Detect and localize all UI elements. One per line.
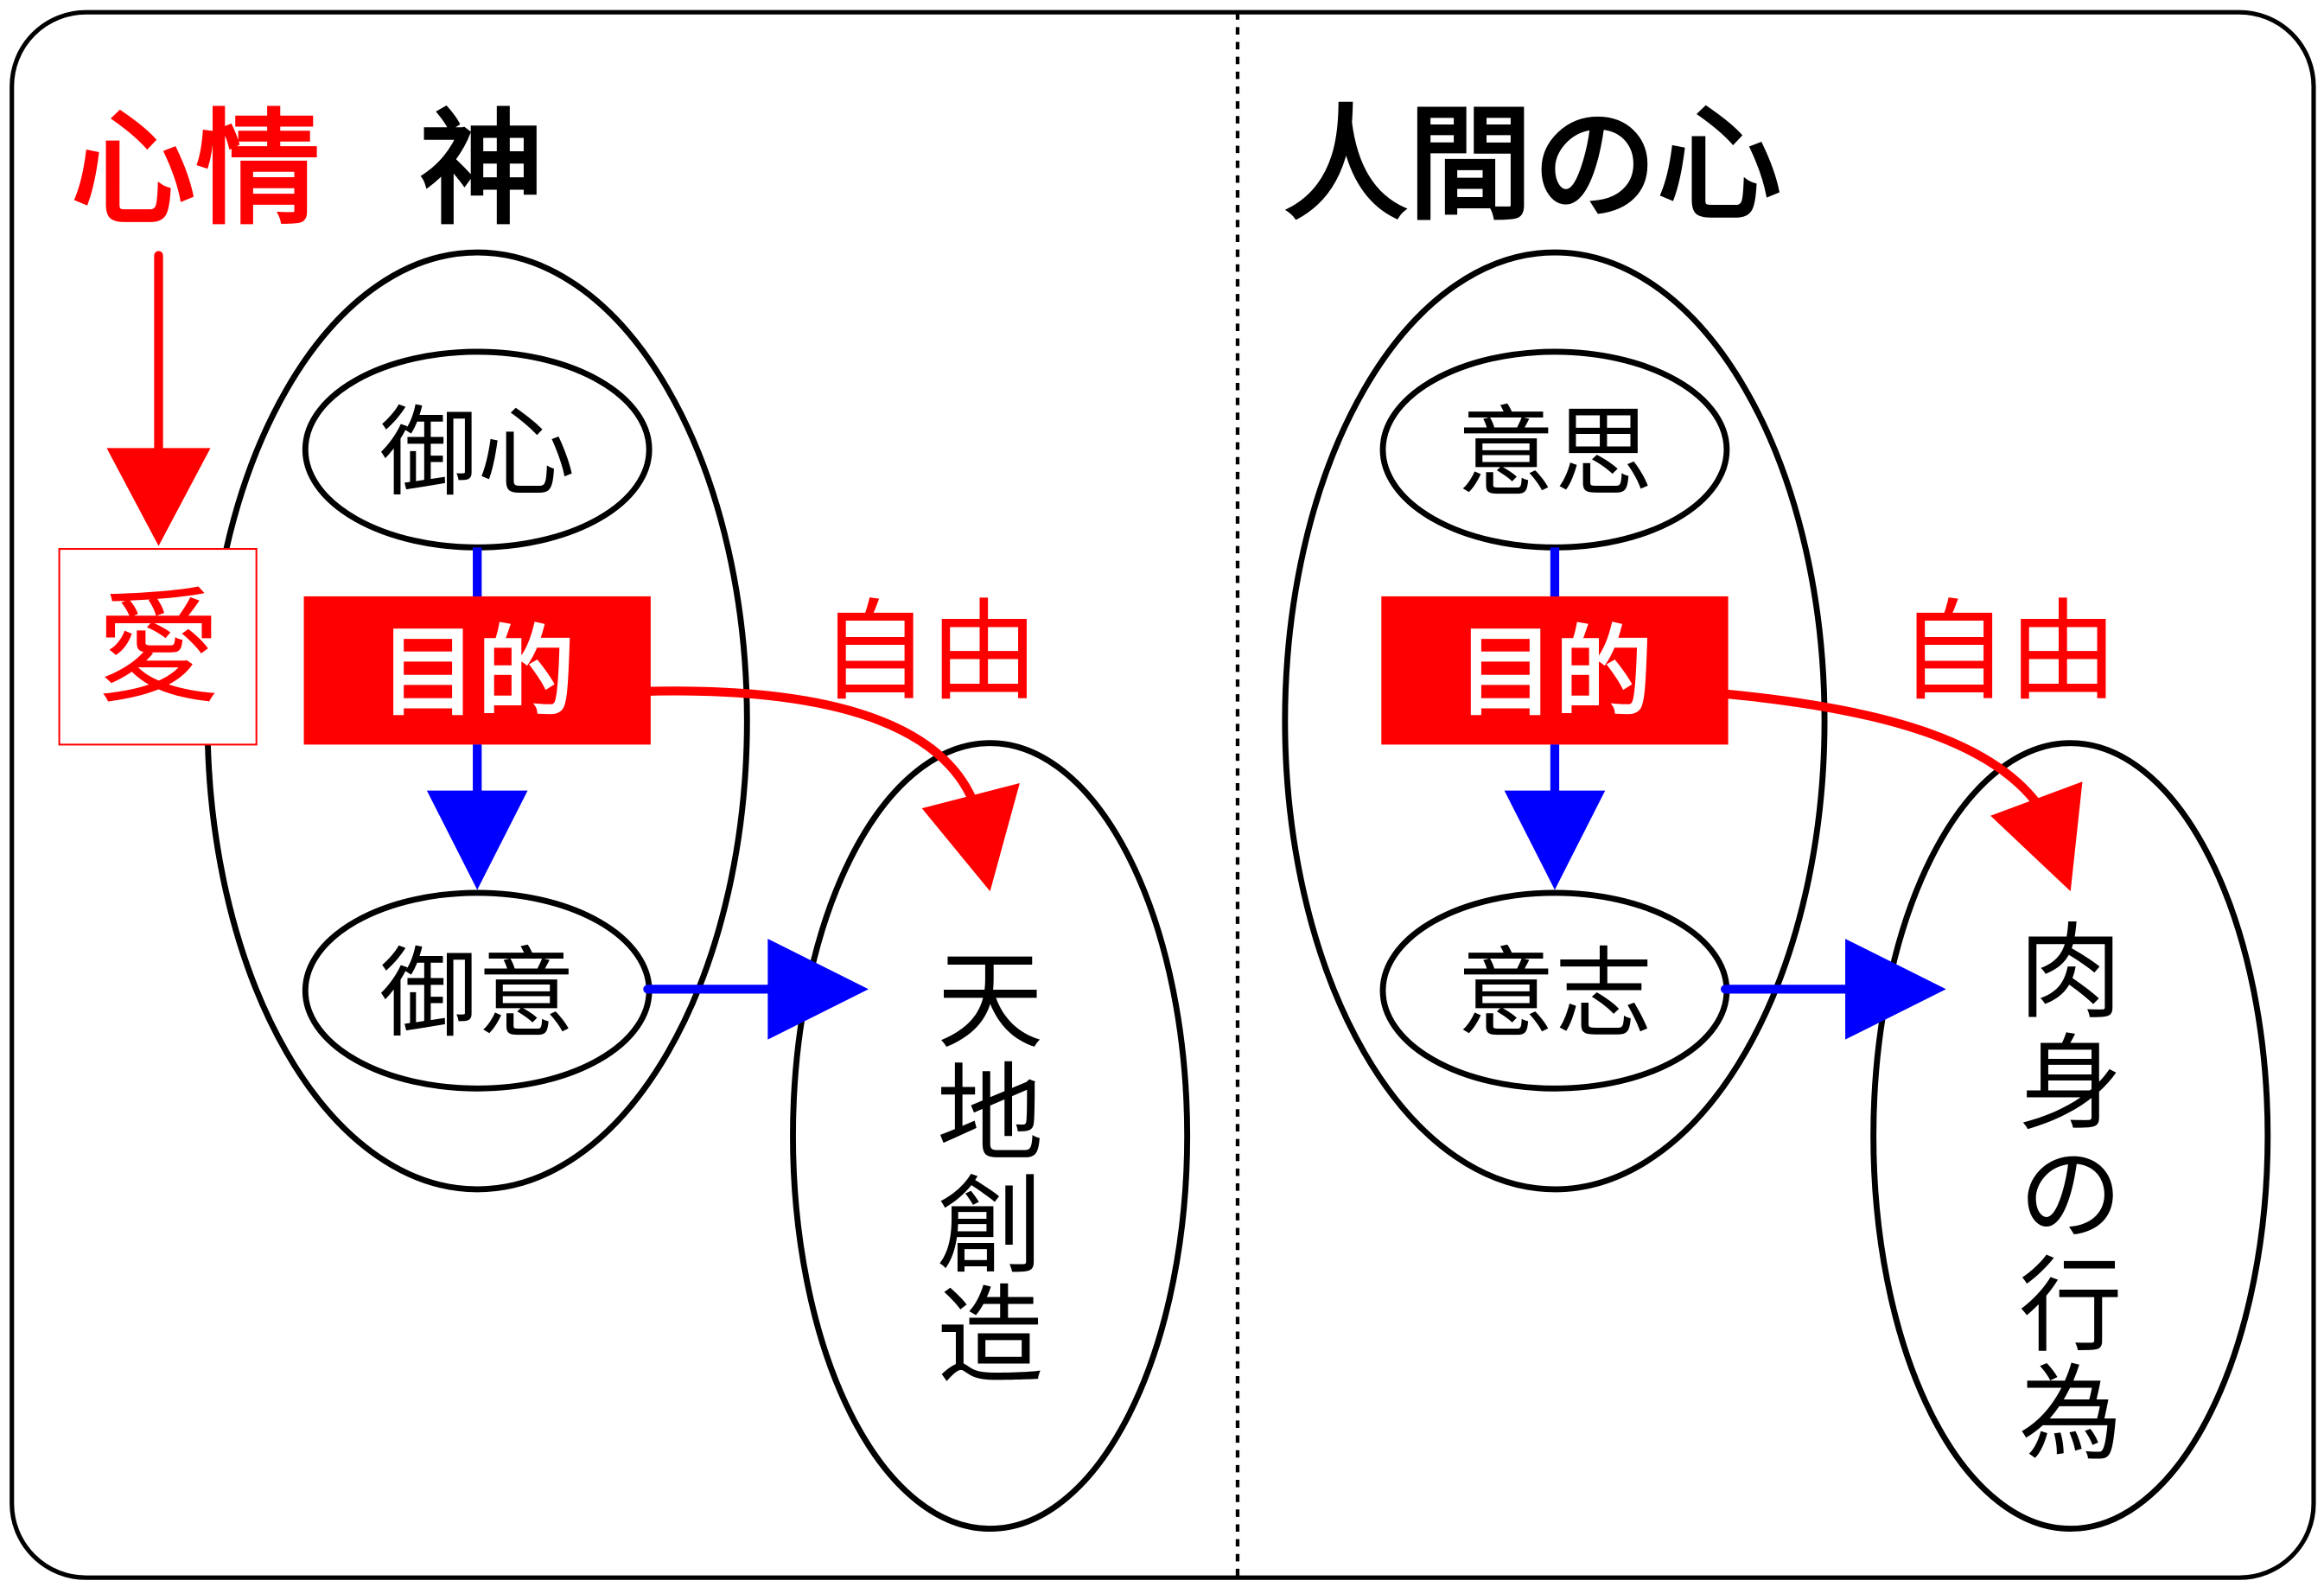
right-purpose-box xyxy=(1381,596,1729,745)
left-freedom-label: 自由 xyxy=(819,588,1039,716)
body-action-char: 行 xyxy=(2019,1247,2123,1367)
right-freedom-arrowhead xyxy=(1990,781,2083,892)
left-will-arrowhead xyxy=(767,939,869,1040)
right-freedom-curve xyxy=(1723,689,2050,820)
right-purpose-label: 目的 xyxy=(1457,615,1652,730)
will-label: 意志 xyxy=(1457,937,1652,1051)
left-purpose-label: 目的 xyxy=(379,615,575,730)
right-will-arrowhead xyxy=(1845,939,1946,1040)
right-panel: 人間の心 意思 目的 意志 自由 肉 身 の 行 為 xyxy=(1282,92,2271,1533)
outer-frame xyxy=(10,10,2316,1580)
intention-label: 意思 xyxy=(1457,396,1652,510)
creation-char: 創 xyxy=(937,1165,1043,1290)
love-box xyxy=(58,548,258,746)
right-purpose-down-arrowhead xyxy=(1504,790,1606,890)
divine-heart-label: 御心 xyxy=(379,396,575,510)
body-action-char: 身 xyxy=(2019,1024,2123,1144)
divine-will-label: 御意 xyxy=(379,937,575,1051)
body-action-char: の xyxy=(2019,1136,2123,1256)
body-action-text: 肉 身 の 行 為 xyxy=(2019,914,2123,1475)
human-outer-ellipse xyxy=(1282,249,1828,1193)
body-action-char: 肉 xyxy=(2019,914,2123,1034)
creation-ellipse xyxy=(790,740,1191,1533)
left-purpose-down-arrowhead xyxy=(426,790,528,890)
right-freedom-label: 自由 xyxy=(1899,588,2118,716)
left-title-god: 神 xyxy=(419,97,544,242)
love-label: 愛 xyxy=(96,576,220,721)
creation-char: 造 xyxy=(937,1275,1043,1399)
left-purpose-box xyxy=(303,596,651,745)
heart-to-love-arrowhead xyxy=(106,448,211,546)
left-title-heart: 心情 xyxy=(71,97,320,242)
right-title: 人間の心 xyxy=(1283,92,1781,238)
creation-char: 天 xyxy=(937,940,1043,1064)
creation-char: 地 xyxy=(937,1052,1043,1176)
body-action-ellipse xyxy=(1870,740,2271,1533)
body-action-char: 為 xyxy=(2019,1355,2123,1475)
left-freedom-curve xyxy=(646,686,983,820)
creation-text: 天 地 創 造 xyxy=(937,940,1043,1399)
left-freedom-arrowhead xyxy=(921,782,1020,892)
left-panel: 心情 神 愛 御心 目的 御意 自由 天 地 創 造 xyxy=(58,97,1191,1533)
